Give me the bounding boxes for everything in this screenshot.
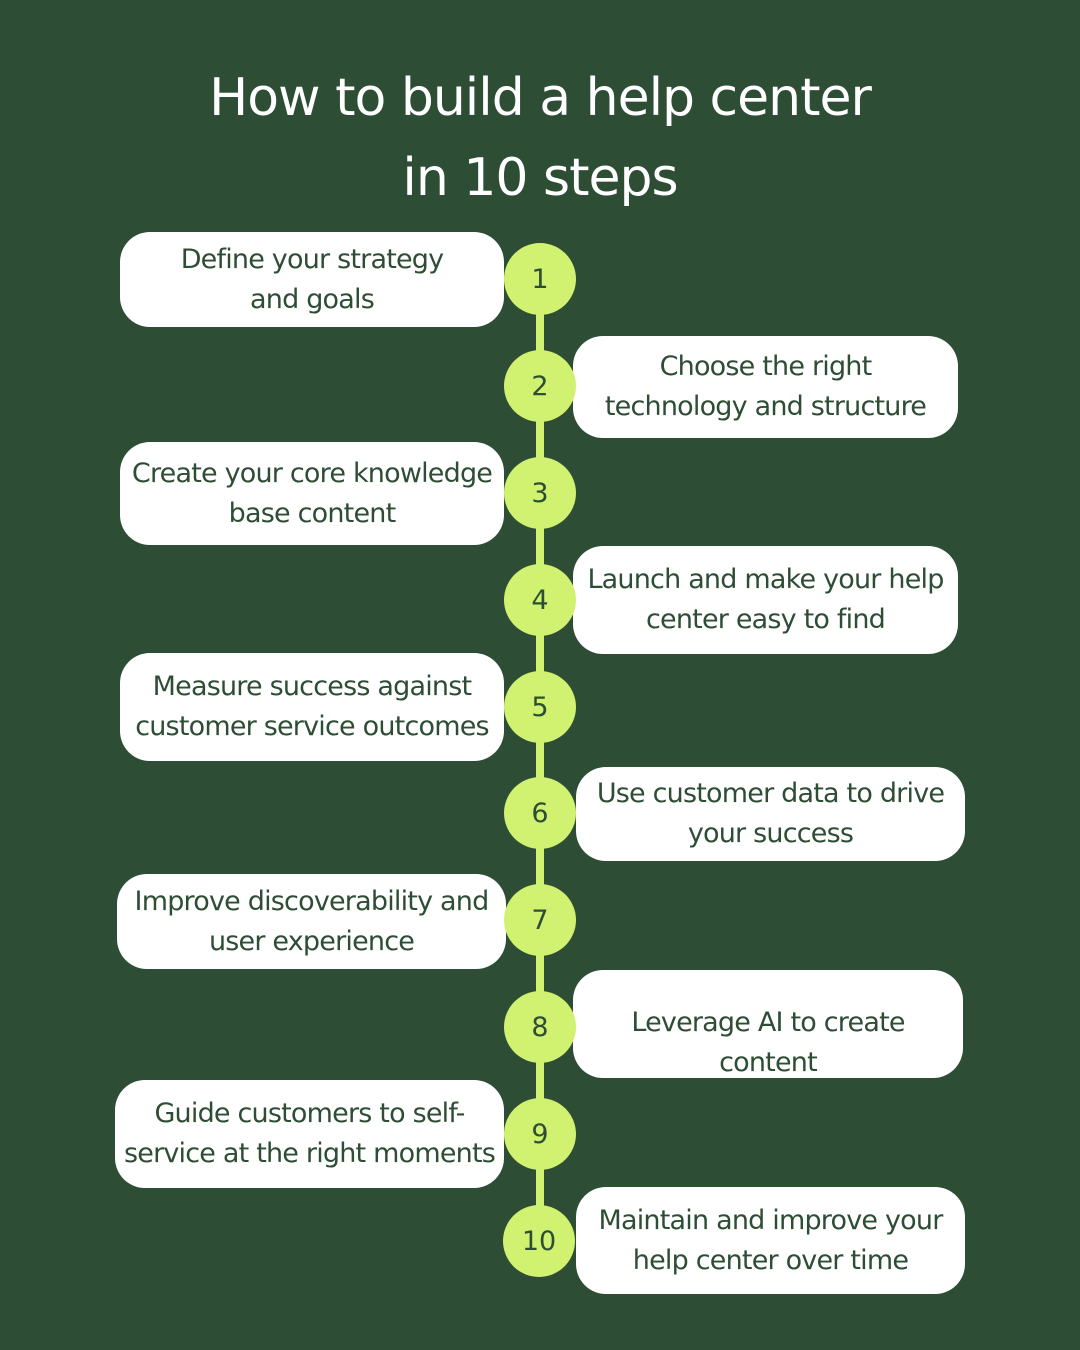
- step-number-7: 7: [504, 884, 576, 956]
- step-card-5: Measure success against customer service…: [120, 653, 504, 761]
- step-number-10: 10: [503, 1205, 575, 1277]
- step-card-1: Define your strategy and goals: [120, 232, 504, 327]
- step-card-8: Leverage AI to create content: [573, 970, 963, 1078]
- step-card-2: Choose the right technology and structur…: [573, 336, 958, 438]
- step-number-5: 5: [504, 671, 576, 743]
- step-number-6: 6: [504, 777, 576, 849]
- step-number-3: 3: [504, 457, 576, 529]
- step-number-1: 1: [504, 243, 576, 315]
- step-card-6: Use customer data to drive your success: [576, 767, 965, 861]
- step-card-9: Guide customers to self-service at the r…: [115, 1080, 504, 1188]
- timeline-spine: [536, 278, 544, 1242]
- title-line-1: How to build a help center: [209, 68, 872, 128]
- title-line-2: in 10 steps: [402, 148, 678, 208]
- step-number-2: 2: [504, 350, 576, 422]
- step-card-10: Maintain and improve your help center ov…: [576, 1187, 965, 1294]
- page-title: How to build a help center in 10 steps: [0, 58, 1080, 218]
- step-number-9: 9: [504, 1098, 576, 1170]
- step-card-4: Launch and make your help center easy to…: [573, 546, 958, 654]
- step-card-3: Create your core knowledge base content: [120, 442, 504, 545]
- step-card-7: Improve discoverability and user experie…: [117, 874, 506, 969]
- step-number-8: 8: [504, 991, 576, 1063]
- step-number-4: 4: [504, 564, 576, 636]
